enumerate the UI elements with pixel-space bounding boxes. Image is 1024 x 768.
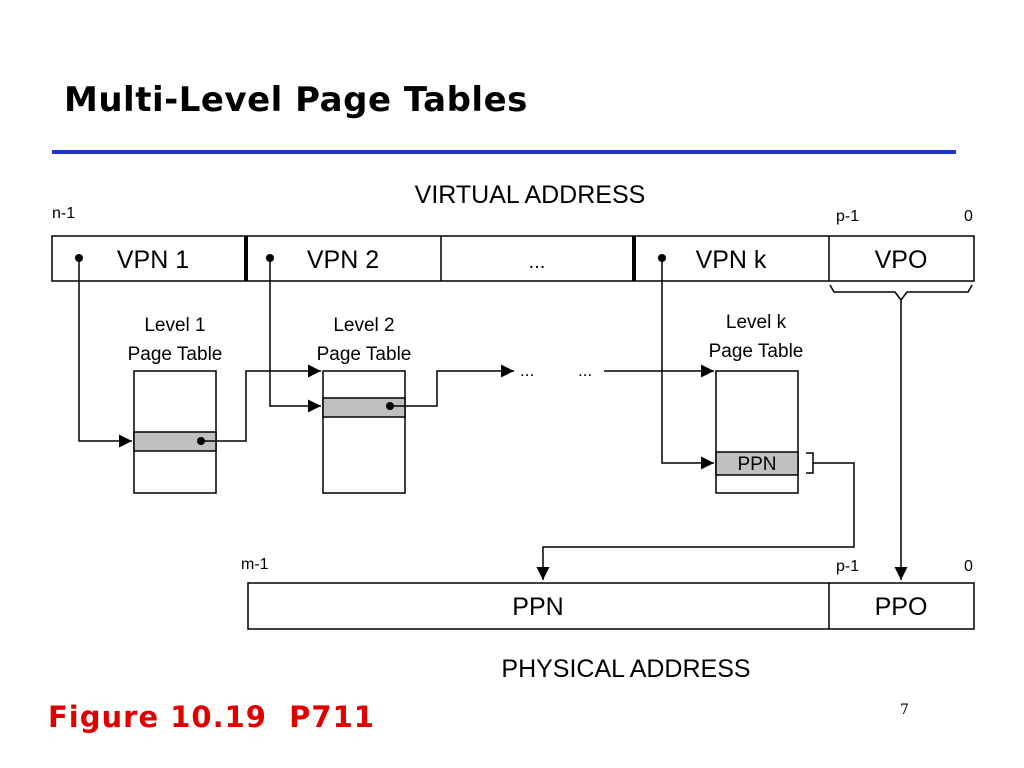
level1-table-label-line2: Page Table	[128, 344, 223, 365]
physical-address-register	[247, 582, 975, 630]
ppn-entry-label: PPN	[737, 454, 776, 475]
va-bit-label-low: 0	[964, 208, 973, 225]
slide-number: 7	[900, 702, 909, 718]
multi-level-page-table-diagram: VIRTUAL ADDRESS n-1 p-1 0 VPN 1 VPN 2 ..…	[51, 181, 975, 683]
ppo-field: PPO	[875, 593, 928, 621]
levelk-table-label-line2: Page Table	[709, 341, 804, 362]
table-ellipsis-1: ...	[520, 361, 534, 380]
pa-bit-label-p: p-1	[836, 558, 859, 575]
translation-arrows	[78, 258, 908, 580]
level1-table-label-line1: Level 1	[144, 315, 205, 336]
slide-title: Multi-Level Page Tables	[64, 80, 528, 120]
vpo-field: VPO	[875, 246, 928, 274]
physical-address-heading: PHYSICAL ADDRESS	[501, 655, 750, 683]
vpo-brace	[829, 284, 973, 302]
virtual-address-register	[51, 235, 975, 282]
level2-table-label-line1: Level 2	[333, 315, 394, 336]
vpn1-field: VPN 1	[117, 246, 189, 274]
level1-page-table	[133, 370, 217, 494]
pa-bit-label-low: 0	[964, 558, 973, 575]
levelk-table-label-line1: Level k	[726, 312, 787, 333]
figure-caption: Figure 10.19 P711	[48, 700, 375, 734]
levelk-ppn-entry	[715, 451, 799, 476]
title-underline	[52, 150, 956, 154]
level2-table-label-line2: Page Table	[317, 344, 412, 365]
virtual-address-heading: VIRTUAL ADDRESS	[415, 181, 646, 209]
pa-bit-label-high: m-1	[241, 556, 269, 573]
ppn-field: PPN	[512, 593, 563, 621]
level2-table-entry	[322, 397, 406, 418]
vpn-ellipsis-field: ...	[529, 251, 546, 273]
levelk-page-table	[715, 370, 799, 494]
vpn2-field: VPN 2	[307, 246, 379, 274]
va-bit-label-p: p-1	[836, 208, 859, 225]
table-ellipsis-2: ...	[578, 361, 592, 380]
vpnk-field: VPN k	[696, 246, 767, 274]
level2-page-table	[322, 370, 406, 494]
va-bit-label-high: n-1	[52, 205, 75, 222]
